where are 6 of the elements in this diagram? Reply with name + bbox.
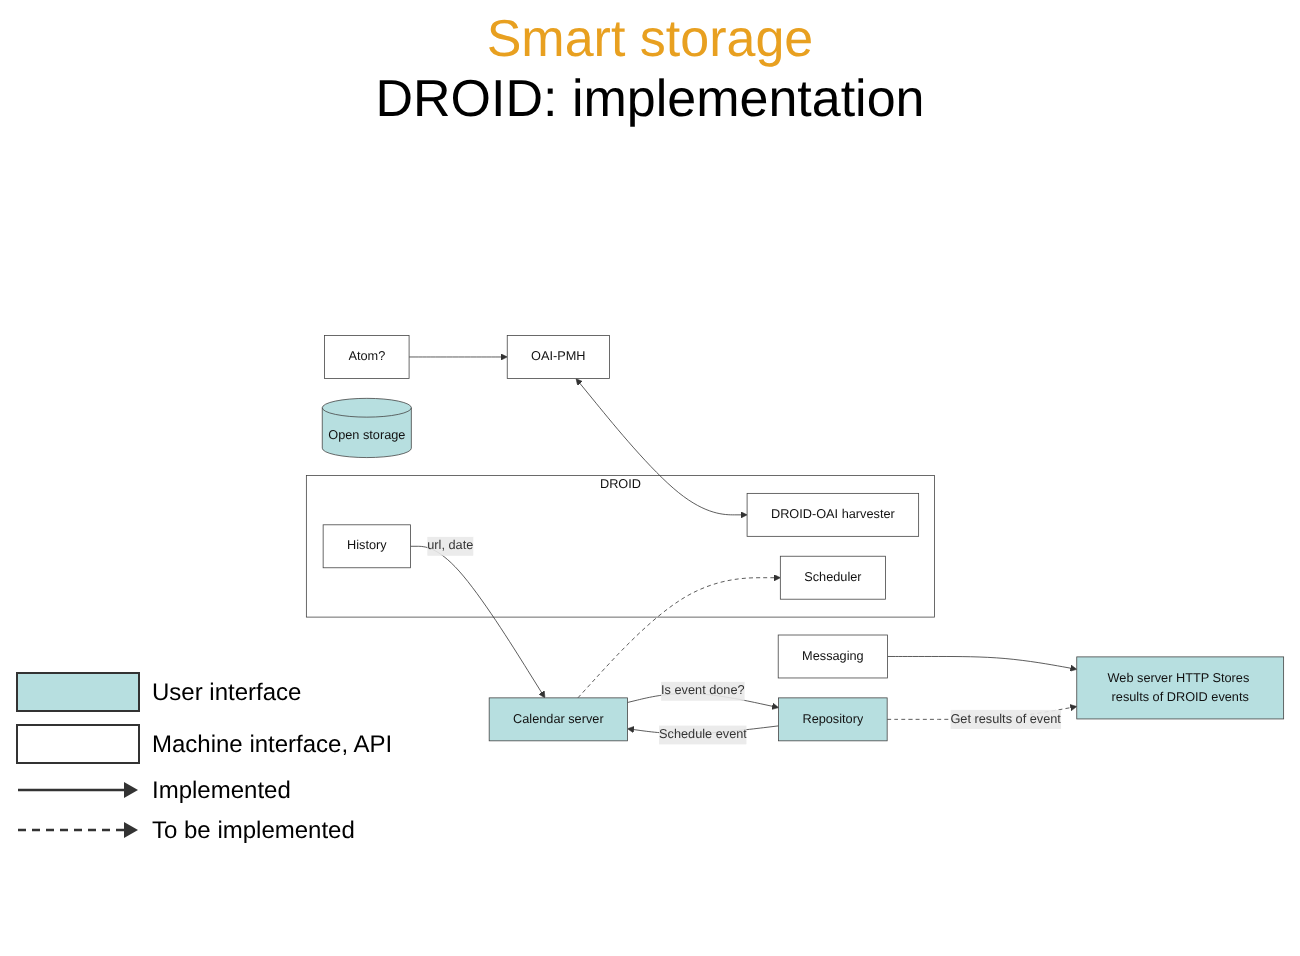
legend-label: Machine interface, API bbox=[152, 730, 393, 758]
legend-label: To be implemented bbox=[152, 816, 355, 844]
title: Smart storage bbox=[486, 8, 814, 68]
legend-label: User interface bbox=[152, 678, 302, 706]
subtitle: DROID: implementation bbox=[375, 68, 925, 128]
legend-label: Implemented bbox=[152, 776, 291, 804]
